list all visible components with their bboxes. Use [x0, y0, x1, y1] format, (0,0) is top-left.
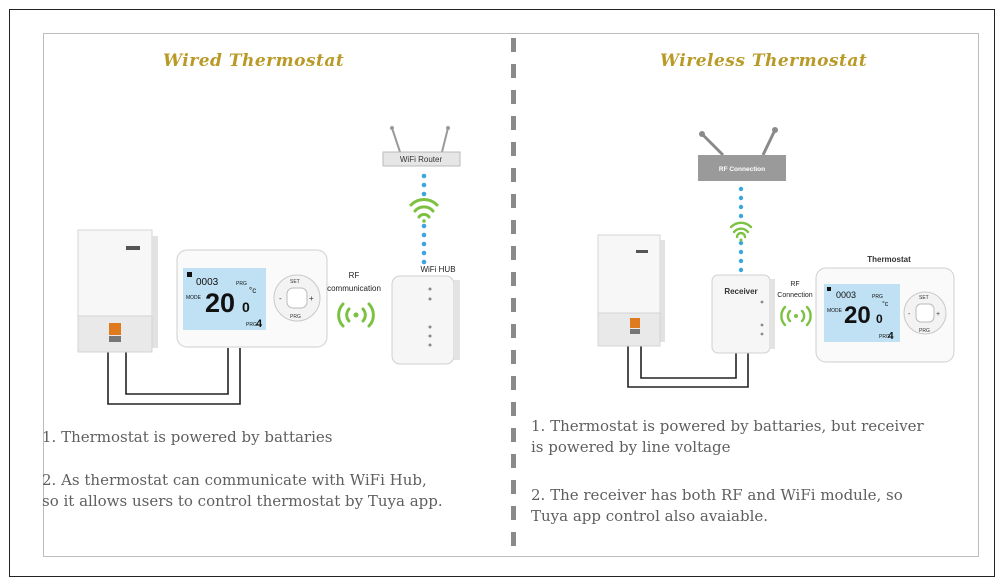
- wireless-title: Wireless Thermostat: [660, 51, 868, 71]
- prg-button-label: PRG: [290, 314, 301, 320]
- set-button-label: SET: [290, 279, 300, 285]
- lcd-temperature-decimal: 0: [242, 299, 250, 315]
- rf-connection-device: RF Connection: [698, 127, 786, 181]
- svg-text:-: -: [279, 294, 282, 303]
- rf-label-right: RF: [790, 281, 799, 288]
- rf-connection-label-right: Connection: [777, 292, 813, 299]
- wireless-thermostat: 0003 PRG MODE 20 0 °c PRG 4 SET PRG - +: [815, 267, 955, 363]
- rf-signal-icon-right: [780, 305, 812, 327]
- wifi-router-label: WiFi Router: [400, 155, 443, 164]
- outer-frame: [9, 9, 995, 577]
- svg-text:+: +: [309, 294, 314, 303]
- dashed-divider: [511, 38, 516, 558]
- wireless-note-2-line-1: 2. The receiver has both RF and WiFi mod…: [531, 486, 903, 504]
- lcd-prg-label-2: PRG: [246, 322, 257, 328]
- lcd-clock-right: 0003: [836, 290, 856, 300]
- prg-button-label-right: PRG: [919, 328, 930, 334]
- wifi-icon-right: [729, 221, 753, 242]
- lcd-temperature: 20: [205, 288, 235, 318]
- wired-title: Wired Thermostat: [163, 51, 345, 71]
- rf-dotted-link: [738, 186, 744, 273]
- rf-label: RF: [349, 271, 360, 280]
- wired-note-1: 1. Thermostat is powered by battaries: [42, 428, 333, 446]
- wifi-dotted-link: [421, 173, 427, 265]
- wireless-note-2-line-2: Tuya app control also avaiable.: [531, 507, 769, 525]
- wifi-hub-label: WiFi HUB: [420, 265, 455, 274]
- boiler-left: [77, 229, 158, 353]
- lcd-temperature-decimal-right: 0: [876, 312, 883, 326]
- lcd-clock: 0003: [196, 277, 219, 288]
- lcd-prg-number-right: 4: [888, 331, 894, 342]
- lcd-prg-label: PRG: [236, 281, 247, 287]
- wired-thermostat: 0003 PRG MODE 20 0 °c PRG 4 SET PRG - +: [176, 249, 328, 348]
- wire-connections: [107, 348, 241, 405]
- wireless-note-1-line-1: 1. Thermostat is powered by battaries, b…: [531, 417, 924, 435]
- lcd-unit-right: °c: [882, 300, 889, 308]
- rf-signal-icon: [337, 302, 375, 328]
- wired-note-2-line-2: so it allows users to control thermostat…: [42, 492, 443, 510]
- wire-connections-right: [627, 346, 749, 388]
- receiver-label: Receiver: [724, 287, 757, 296]
- lcd-prg-right: PRG: [872, 294, 883, 300]
- set-button-label-right: SET: [919, 295, 929, 301]
- lcd-unit: °c: [249, 286, 256, 295]
- lcd-prg-number: 4: [256, 318, 263, 330]
- lcd-temperature-right: 20: [844, 302, 871, 329]
- boiler-right: [597, 234, 665, 347]
- wifi-router: WiFi Router: [382, 126, 461, 167]
- wifi-icon: [409, 198, 439, 223]
- rf-connection-label: RF Connection: [719, 166, 765, 173]
- wired-note-2-line-1: 2. As thermostat can communicate with Wi…: [42, 471, 427, 489]
- lcd-prg-right-2: PRG: [879, 334, 890, 340]
- lcd-mode-right: MODE: [827, 308, 843, 314]
- svg-text:-: -: [908, 311, 911, 318]
- lcd-mode-label: MODE: [186, 295, 202, 301]
- thermostat-label: Thermostat: [867, 255, 911, 264]
- receiver-device: Receiver: [711, 274, 775, 354]
- wifi-hub: WiFi HUB: [391, 265, 460, 365]
- svg-text:+: +: [936, 311, 940, 318]
- wireless-note-1-line-2: is powered by line voltage: [531, 438, 731, 456]
- rf-communication-label: communication: [327, 284, 381, 293]
